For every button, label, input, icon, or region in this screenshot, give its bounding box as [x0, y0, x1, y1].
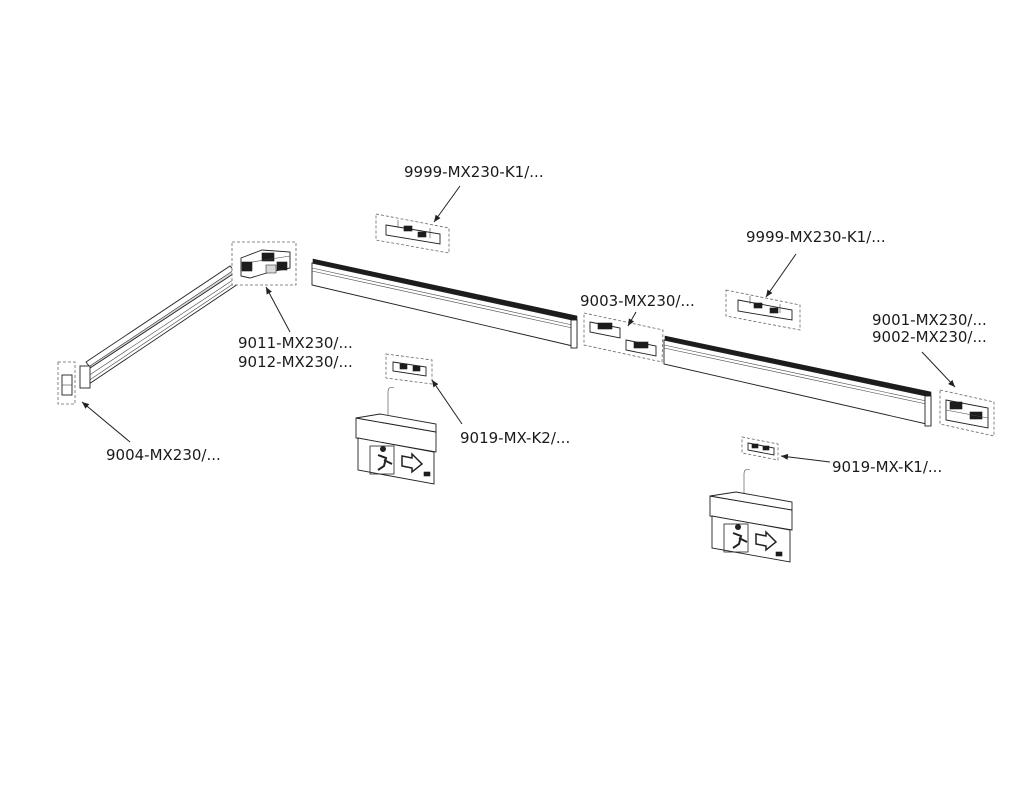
bridge-clip-right-part — [725, 289, 801, 331]
leader-end-cap — [81, 401, 131, 443]
label-kit-left: 9019-MX-K2/... — [460, 429, 570, 447]
label-corner-1: 9011-MX230/... — [238, 334, 353, 352]
bridge-clip-left-part — [375, 213, 450, 254]
label-kit-right: 9019-MX-K1/... — [832, 458, 942, 476]
rail-right — [663, 335, 932, 427]
emergency-exit-sign-left — [355, 387, 437, 485]
end-feed-right-part — [939, 389, 995, 437]
leader-connector-mid — [627, 311, 637, 327]
rail-middle — [311, 258, 578, 349]
leader-bridge-left — [433, 185, 461, 223]
leader-lines — [81, 185, 956, 463]
end-cap-left-part — [57, 361, 91, 405]
leader-kit-left — [431, 379, 463, 425]
label-corner-2: 9012-MX230/... — [238, 353, 353, 371]
running-man-icon-right — [723, 523, 749, 553]
corner-connector-part — [231, 241, 297, 286]
label-bridge-top-right: 9999-MX230-K1/... — [746, 228, 886, 246]
label-end-cap: 9004-MX230/... — [106, 446, 221, 464]
leader-corner — [265, 286, 291, 333]
straight-connector-part — [583, 312, 664, 363]
emergency-exit-sign-right — [709, 469, 793, 563]
rail-left-diagonal — [83, 265, 239, 387]
leader-kit-right — [780, 453, 831, 463]
part-labels: 9999-MX230-K1/... 9999-MX230-K1/... 9003… — [106, 163, 987, 476]
label-bridge-top-left: 9999-MX230-K1/... — [404, 163, 544, 181]
leader-bridge-right — [765, 253, 797, 298]
label-end-feed-2: 9002-MX230/... — [872, 328, 987, 346]
leader-end-feed — [921, 351, 956, 388]
arrow-right-icon — [401, 452, 424, 474]
label-connector-mid: 9003-MX230/... — [580, 292, 695, 310]
emergency-adapter-left — [385, 353, 433, 385]
label-end-feed-1: 9001-MX230/... — [872, 311, 987, 329]
arrow-right-icon-right — [755, 530, 778, 552]
emergency-adapter-right — [741, 436, 779, 461]
running-man-icon — [369, 445, 395, 475]
